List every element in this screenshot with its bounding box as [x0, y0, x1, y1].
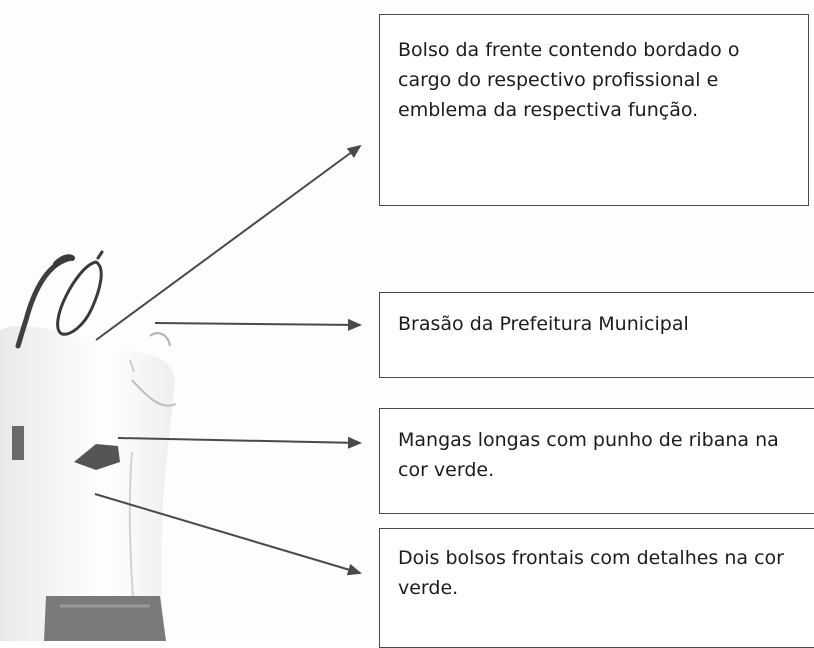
- sleeve-cuff: [74, 444, 120, 470]
- arrow-long-sleeves: [117, 436, 362, 449]
- stethoscope-loop: [56, 260, 103, 336]
- label-front-pockets-text: Dois bolsos frontais com detalhes na cor…: [398, 547, 784, 599]
- label-front-pockets: Dois bolsos frontais com detalhes na cor…: [379, 528, 814, 648]
- sleeve-fold: [131, 379, 177, 407]
- arrow-front-pocket: [95, 144, 362, 341]
- arrow-coat-of-arms: [154, 318, 362, 331]
- label-front-pocket: Bolso da frente contendo bordado o cargo…: [379, 14, 809, 206]
- uniform-photo: [0, 250, 177, 641]
- label-long-sleeves: Mangas longas com punho de ribana na cor…: [379, 408, 814, 514]
- chest-emblem: [149, 332, 171, 347]
- label-long-sleeves-text: Mangas longas com punho de ribana na cor…: [398, 429, 779, 481]
- label-front-pocket-text: Bolso da frente contendo bordado o cargo…: [398, 39, 740, 121]
- left-band: [12, 426, 24, 460]
- stethoscope-ear: [53, 254, 75, 267]
- shirt-body: [0, 325, 175, 641]
- pants: [44, 596, 166, 641]
- arrow-front-pockets: [94, 493, 362, 576]
- label-coat-of-arms: Brasão da Prefeitura Municipal: [379, 292, 814, 378]
- label-coat-of-arms-text: Brasão da Prefeitura Municipal: [398, 313, 689, 335]
